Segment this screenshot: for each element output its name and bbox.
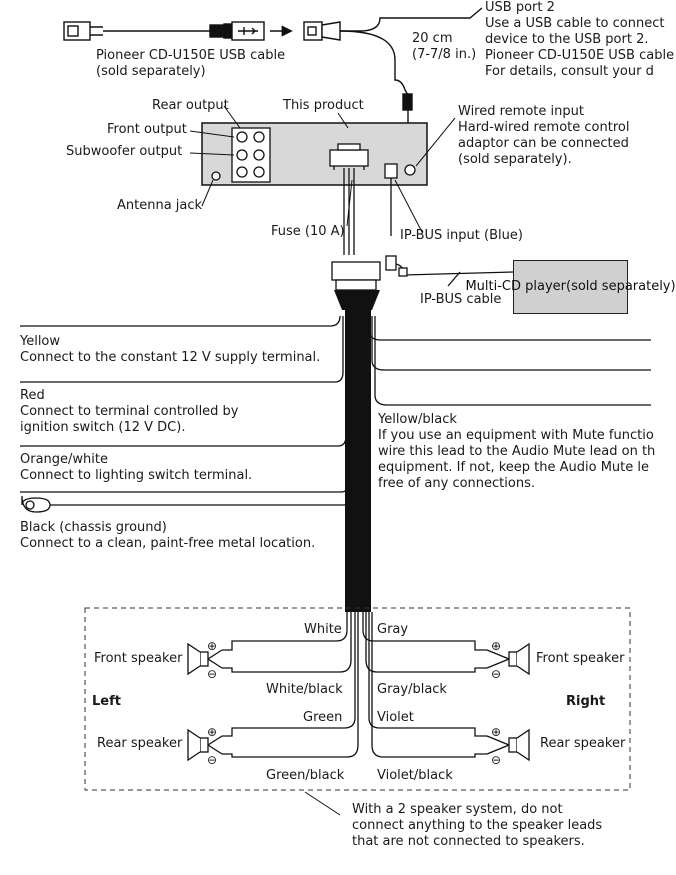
wired-remote-label-2: Hard-wired remote control (458, 120, 630, 135)
yellow-lead-label-2: Connect to the constant 12 V supply term… (20, 350, 321, 365)
ipbus-input-label: IP-BUS input (Blue) (400, 228, 523, 243)
yellow-black-lead-label-1: Yellow/black (378, 412, 457, 427)
right-rear-speaker-label: Rear speaker (540, 736, 626, 751)
yellow-lead-label-1: Yellow (20, 334, 61, 349)
usb-port-note-2: Use a USB cable to connect (485, 16, 665, 31)
yellow-black-lead-label-5: free of any connections. (378, 476, 535, 491)
two-speaker-note-1: With a 2 speaker system, do not (352, 802, 563, 817)
usb-port-2-connector (303, 7, 483, 138)
red-lead-label-2: Connect to terminal controlled by (20, 404, 239, 419)
usb-port-note-4: Pioneer CD-U150E USB cable (485, 48, 675, 63)
left-front-speaker-label: Front speaker (94, 651, 183, 666)
red-lead-label-1: Red (20, 388, 45, 403)
wired-remote-jack (404, 164, 416, 176)
usb-cable (63, 21, 293, 41)
rear-output-label: Rear output (152, 98, 229, 113)
diagram-graphics (20, 7, 651, 816)
usb-port-note-1: USB port 2 (485, 0, 555, 15)
wired-remote-label-1: Wired remote input (458, 104, 584, 119)
wire-harness (331, 261, 381, 612)
ipbus-port (384, 163, 398, 179)
yellow-black-lead-label-4: equipment. If not, keep the Audio Mute l… (378, 460, 650, 475)
left-leads (20, 315, 353, 506)
left-rear-speaker-label: Rear speaker (97, 736, 183, 751)
usb-length-1: 20 cm (412, 31, 453, 46)
lr-plus-icon: ⊕ (207, 725, 218, 739)
lf-plus-icon: ⊕ (207, 639, 218, 653)
power-leads (343, 168, 392, 255)
black-lead-label-2: Connect to a clean, paint-free metal loc… (20, 536, 316, 551)
violet-wire-label: Violet (377, 710, 414, 725)
rf-minus-icon: ⊖ (491, 667, 502, 681)
two-speaker-note-3: that are not connected to speakers. (352, 834, 585, 849)
speaker-icons (187, 642, 530, 762)
front-output-label: Front output (107, 122, 187, 137)
ground-terminal-icon (21, 495, 72, 513)
rr-plus-icon: ⊕ (491, 725, 502, 739)
green-black-wire-label: Green/black (266, 768, 345, 783)
rca-jacks (231, 127, 271, 183)
speaker-wires (222, 612, 487, 758)
fuse-label: Fuse (10 A) (271, 224, 345, 239)
right-rear-speaker-icon (508, 728, 530, 762)
lr-minus-icon: ⊖ (207, 753, 218, 767)
right-leads (367, 316, 651, 406)
lf-minus-icon: ⊖ (207, 667, 218, 681)
red-lead-label-3: ignition switch (12 V DC). (20, 420, 186, 435)
green-wire-label: Green (303, 710, 343, 725)
right-front-speaker-label: Front speaker (536, 651, 625, 666)
wired-remote-label-3: adaptor can be connected (458, 136, 629, 151)
ipbus-cable-label: IP-BUS cable (420, 292, 502, 307)
multi-cd-player-label-1: Multi-CD player (465, 279, 566, 294)
multi-cd-player-label-2: (sold separately) (566, 279, 676, 294)
left-side-label: Left (92, 694, 121, 709)
orange-white-lead-label-2: Connect to lighting switch terminal. (20, 468, 253, 483)
yellow-black-lead-label-2: If you use an equipment with Mute functi… (378, 428, 654, 443)
gray-black-wire-label: Gray/black (377, 682, 447, 697)
antenna-jack (211, 171, 221, 181)
ipbus-cable (385, 255, 514, 287)
power-connector (329, 143, 369, 170)
subwoofer-output-label: Subwoofer output (66, 144, 183, 159)
right-side-label: Right (566, 694, 606, 709)
rr-minus-icon: ⊖ (491, 753, 502, 767)
violet-black-wire-label: Violet/black (377, 768, 453, 783)
yellow-black-lead-label-3: wire this lead to the Audio Mute lead on… (378, 444, 656, 459)
orange-white-lead-label-1: Orange/white (20, 452, 108, 467)
antenna-jack-label: Antenna jack (117, 198, 203, 213)
black-lead-label-1: Black (chassis ground) (20, 520, 167, 535)
wiring-diagram: Pioneer CD-U150E USB cable (sold separat… (20, 0, 676, 849)
this-product-label: This product (283, 98, 364, 113)
speaker-section-box (84, 607, 631, 791)
white-wire-label: White (304, 622, 342, 637)
wired-remote-label-4: (sold separately). (458, 152, 572, 167)
multi-cd-player-box: Multi-CD player(sold separately) (465, 260, 676, 314)
head-unit (201, 122, 428, 186)
usb-length-2: (7-7/8 in.) (412, 47, 477, 62)
usb-port-note-5: For details, consult your d (485, 64, 654, 79)
left-rear-speaker-icon (187, 728, 209, 762)
gray-wire-label: Gray (377, 622, 409, 637)
usb-cable-label-2: (sold separately) (96, 64, 206, 79)
note-leader (304, 791, 341, 816)
usb-cable-label-1: Pioneer CD-U150E USB cable (96, 48, 286, 63)
rf-plus-icon: ⊕ (491, 639, 502, 653)
white-black-wire-label: White/black (266, 682, 343, 697)
two-speaker-note-2: connect anything to the speaker leads (352, 818, 603, 833)
usb-port-note-3: device to the USB port 2. (485, 32, 649, 47)
left-front-speaker-icon (187, 642, 209, 676)
right-front-speaker-icon (508, 642, 530, 676)
